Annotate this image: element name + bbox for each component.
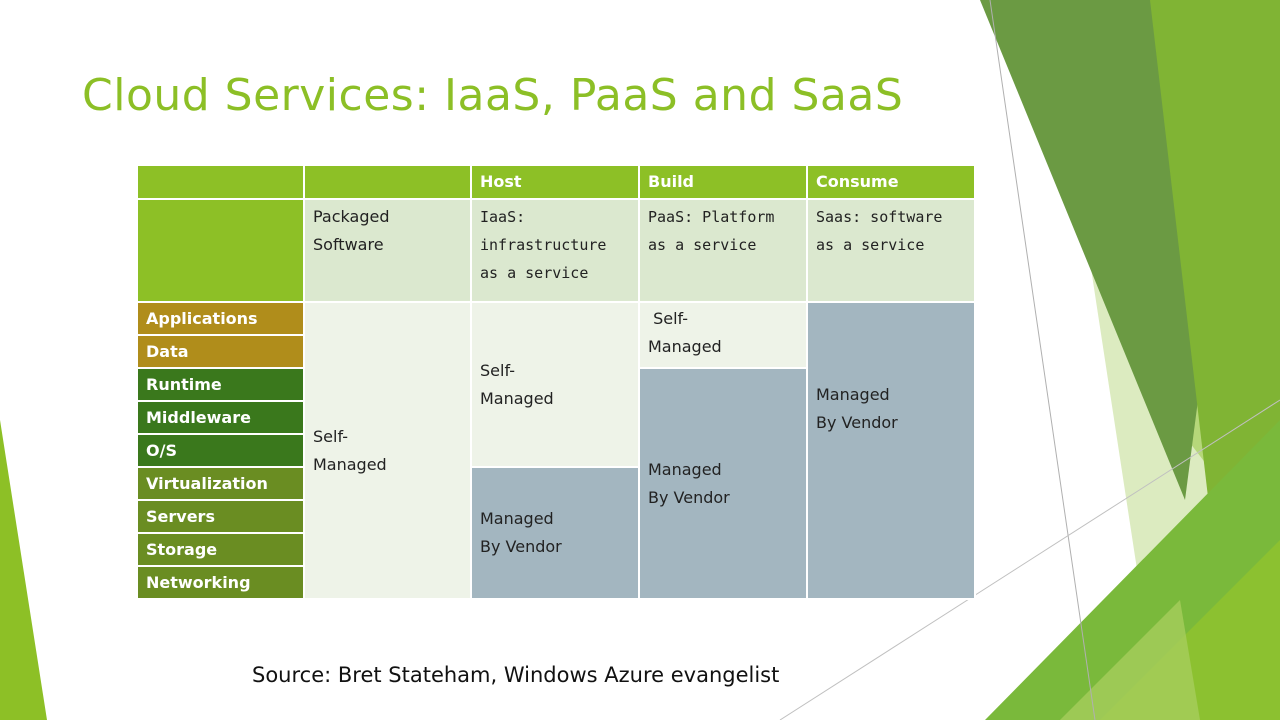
packaged-self-managed-cell: Self- Managed: [303, 301, 472, 600]
layer-row-os: O/S: [136, 433, 975, 468]
layer-row-applications: Applications Self- Managed Self- Managed…: [136, 301, 976, 600]
cell-line: Managed: [313, 454, 387, 474]
packaged-software-description: Packaged Software: [303, 198, 472, 303]
header-cell: [303, 164, 472, 200]
description-line: IaaS:: [480, 208, 526, 226]
cell-line: By Vendor: [816, 413, 898, 432]
description-line: Packaged: [313, 207, 390, 226]
saas-managed-by-vendor-cell: Managed By Vendor: [806, 301, 976, 600]
description-blank-cell: [136, 198, 305, 303]
left-green-triangle: [0, 420, 47, 720]
cell-line: Managed: [480, 509, 554, 528]
cell-line: Self-: [313, 426, 348, 446]
description-line: as a service: [816, 236, 925, 254]
layer-label-applications: Applications: [136, 301, 305, 336]
cell-line: Managed: [648, 337, 722, 356]
paas-description: PaaS: Platform as a service: [638, 198, 808, 303]
layer-label-networking: Networking: [136, 565, 305, 600]
layer-label-os: O/S: [136, 433, 305, 468]
layer-row-data: Data: [136, 334, 975, 369]
layer-label-middleware: Middleware: [136, 400, 305, 435]
iaas-description: IaaS: infrastructure as a service: [470, 198, 640, 303]
layer-row-runtime: Runtime Managed By Vendor: [136, 367, 975, 600]
layer-row-middleware: Middleware: [136, 400, 975, 435]
thin-diagonal-line: [989, 0, 1096, 720]
source-caption: Source: Bret Stateham, Windows Azure eva…: [252, 663, 780, 687]
description-line: infrastructure: [480, 236, 607, 254]
layer-label-virtualization: Virtualization: [136, 466, 305, 501]
description-line: as a service: [648, 236, 757, 254]
layer-row-networking: Networking: [136, 565, 975, 600]
layer-row-servers: Servers: [136, 499, 975, 534]
header-cell-build: Build: [638, 164, 808, 200]
description-line: Software: [313, 235, 384, 254]
description-row: Packaged Software IaaS: infrastructure a…: [136, 198, 976, 303]
header-row: Host Build Consume: [136, 164, 976, 200]
cell-line: By Vendor: [648, 487, 730, 507]
layer-label-data: Data: [136, 334, 305, 369]
cloud-services-table: Host Build Consume Packaged Software Iaa…: [136, 164, 976, 600]
paas-managed-by-vendor-cell: Managed By Vendor: [638, 367, 808, 600]
header-cell: [136, 164, 305, 200]
layer-label-runtime: Runtime: [136, 367, 305, 402]
header-cell-consume: Consume: [806, 164, 976, 200]
description-line: Saas: software: [816, 208, 943, 226]
bottom-right-shape-3: [1060, 600, 1200, 720]
layer-label-servers: Servers: [136, 499, 305, 534]
layer-label-storage: Storage: [136, 532, 305, 567]
paas-self-managed-cell: Self- Managed: [638, 301, 808, 369]
description-line: as a service: [480, 264, 589, 282]
layer-row-storage: Storage: [136, 532, 975, 567]
slide-title: Cloud Services: IaaS, PaaS and SaaS: [82, 70, 904, 121]
cell-line: Managed: [480, 388, 554, 408]
cell-line: Managed: [816, 385, 890, 404]
layer-row-virtualization: Virtualization Managed By Vendor: [136, 466, 975, 600]
iaas-managed-by-vendor-cell: Managed By Vendor: [470, 466, 640, 600]
cell-line: By Vendor: [480, 537, 562, 556]
iaas-self-managed-cell: Self- Managed: [470, 301, 640, 468]
thin-diagonal-line-2: [779, 399, 1280, 720]
description-line: PaaS: Platform: [648, 208, 775, 226]
saas-description: Saas: software as a service: [806, 198, 976, 303]
cell-line: Self-: [648, 309, 689, 328]
cell-line: Self-: [480, 360, 515, 380]
header-cell-host: Host: [470, 164, 640, 200]
cell-line: Managed: [648, 459, 722, 479]
